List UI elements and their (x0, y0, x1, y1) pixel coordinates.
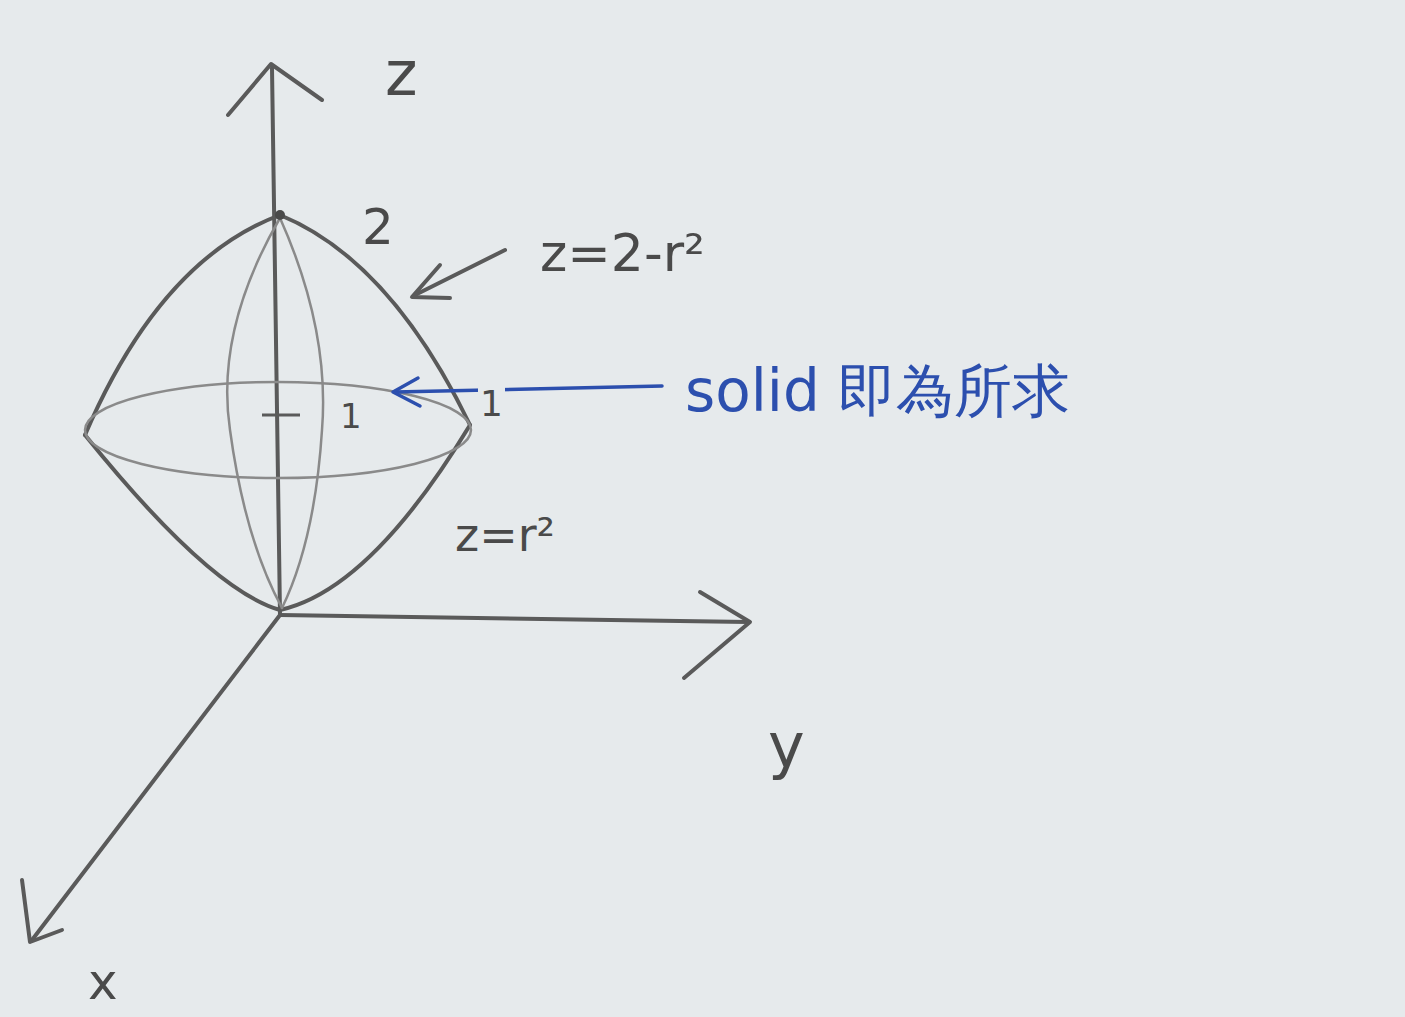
y-axis-head (684, 592, 750, 678)
apex-dot (275, 210, 285, 220)
tick-mark (262, 414, 300, 417)
axis-label: z (385, 40, 418, 108)
height-label: 2 (362, 200, 394, 255)
axis-label: y (768, 712, 805, 780)
axis-label: x (88, 955, 118, 1010)
x-axis-head (22, 880, 62, 942)
leader-line (415, 250, 505, 295)
leader-head (393, 378, 420, 406)
surface-label: z=r² (455, 510, 555, 561)
z-axis (272, 68, 280, 615)
z-axis-head (228, 64, 322, 115)
x-axis (32, 615, 280, 940)
intersection-circle (85, 382, 471, 478)
radius-label: 1 (338, 398, 364, 435)
leader-line (395, 386, 662, 392)
y-axis (280, 615, 748, 622)
upper-surface (85, 215, 470, 435)
lower-surface (85, 425, 470, 610)
meridian (280, 218, 323, 608)
surface-label: z=2-r² (540, 225, 705, 282)
leader-head (412, 265, 450, 298)
solid-note: solid 即為所求 (685, 360, 1070, 424)
meridian (227, 218, 282, 608)
radius-label: 1 (478, 384, 505, 424)
